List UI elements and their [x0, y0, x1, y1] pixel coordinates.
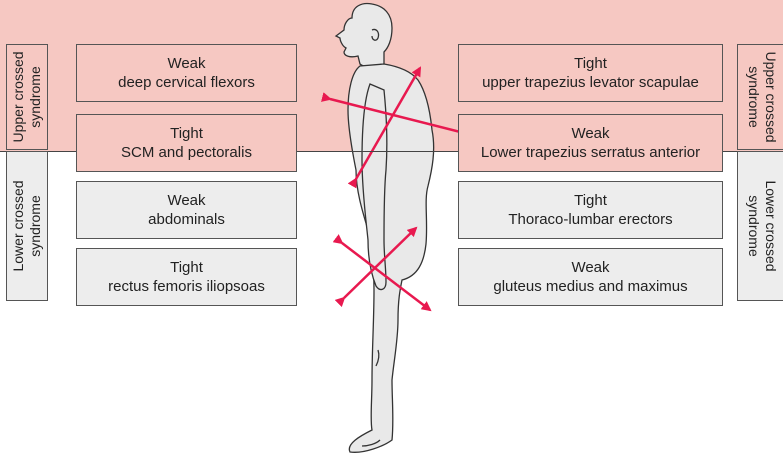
side-label-text: Upper crossed: [10, 51, 27, 142]
box-weak-deep-cervical-flexors: Weak deep cervical flexors: [76, 44, 297, 102]
box-muscles: deep cervical flexors: [77, 73, 296, 92]
head-shape: [336, 4, 392, 67]
box-muscles: gluteus medius and maximus: [459, 277, 722, 296]
box-weak-abdominals: Weak abdominals: [76, 181, 297, 239]
box-weak-lower-trapezius-serratus-anterior: Weak Lower trapezius serratus anterior: [458, 114, 723, 172]
box-weak-gluteus-medius-maximus: Weak gluteus medius and maximus: [458, 248, 723, 306]
side-label-text: syndrome: [745, 180, 762, 271]
box-muscles: Thoraco-lumbar erectors: [459, 210, 722, 229]
box-heading: Tight: [77, 258, 296, 277]
box-heading: Weak: [459, 124, 722, 143]
side-label-text: Lower crossed: [10, 180, 27, 271]
side-label-text: syndrome: [27, 180, 44, 271]
side-label-text: Upper crossed: [762, 51, 779, 142]
box-tight-upper-trapezius-levator-scapulae: Tight upper trapezius levator scapulae: [458, 44, 723, 102]
box-muscles: abdominals: [77, 210, 296, 229]
box-muscles: upper trapezius levator scapulae: [459, 73, 722, 92]
box-muscles: SCM and pectoralis: [77, 143, 296, 162]
side-label-text: Lower crossed: [762, 180, 779, 271]
side-label-text: syndrome: [27, 51, 44, 142]
box-heading: Tight: [77, 124, 296, 143]
box-muscles: rectus femoris iliopsoas: [77, 277, 296, 296]
box-heading: Tight: [459, 54, 722, 73]
box-heading: Weak: [77, 54, 296, 73]
box-heading: Weak: [77, 191, 296, 210]
box-heading: Weak: [459, 258, 722, 277]
box-heading: Tight: [459, 191, 722, 210]
side-label-text: syndrome: [745, 51, 762, 142]
box-tight-thoraco-lumbar-erectors: Tight Thoraco-lumbar erectors: [458, 181, 723, 239]
box-tight-rectus-femoris-iliopsoas: Tight rectus femoris iliopsoas: [76, 248, 297, 306]
box-tight-scm-pectoralis: Tight SCM and pectoralis: [76, 114, 297, 172]
box-muscles: Lower trapezius serratus anterior: [459, 143, 722, 162]
